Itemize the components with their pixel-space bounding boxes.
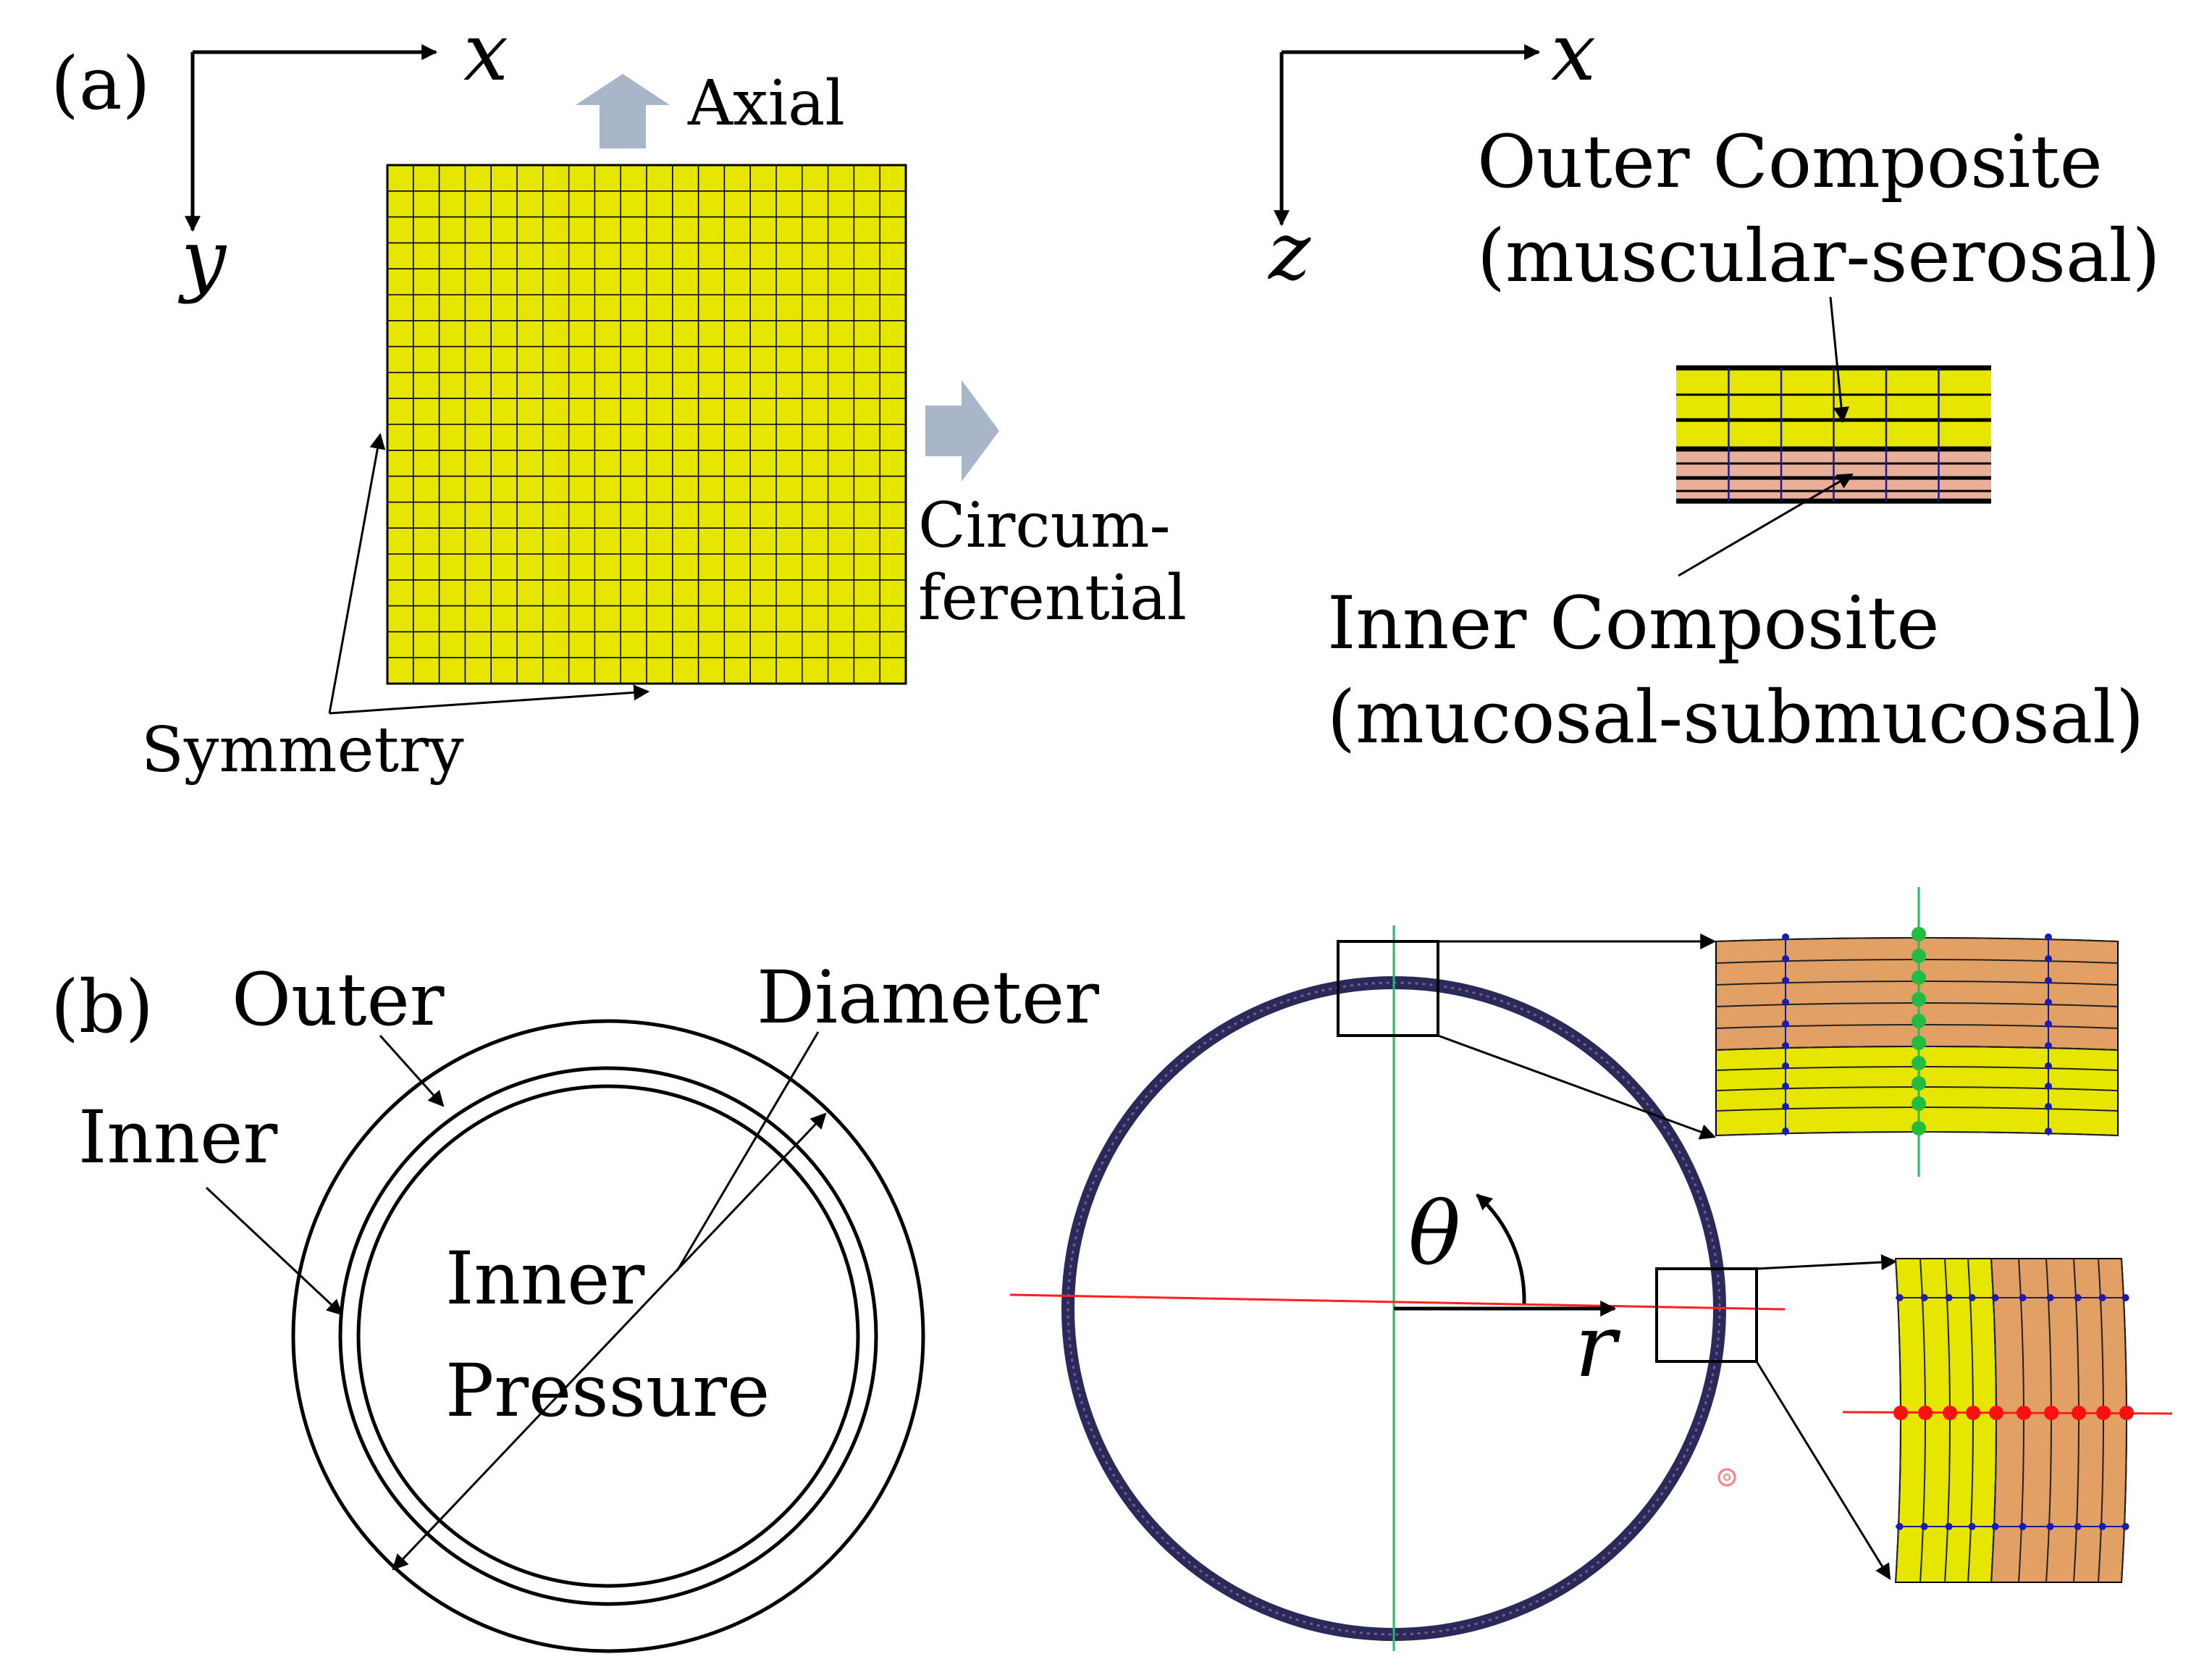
zoom-box-right — [1655, 1267, 1758, 1363]
inner-pressure-label-2: Pressure — [445, 1348, 770, 1433]
z-axis-label: z — [1267, 205, 1311, 298]
outer-composite-sublabel: (muscular-serosal) — [1477, 214, 2161, 298]
target-marker-icon — [1717, 1468, 1736, 1487]
inner-composite-label: Inner Composite — [1327, 581, 1940, 666]
square-mesh — [386, 164, 907, 685]
zoom-top-connector-2 — [1437, 1034, 1717, 1140]
panel-b: (b) Outer Inner Diameter Inner Pressure … — [51, 887, 2173, 1653]
inner-pressure-label-1: Inner — [445, 1236, 644, 1321]
axes-right: x z — [1267, 6, 1596, 298]
x-axis-label: x — [463, 6, 508, 98]
symmetry-label: Symmetry — [141, 714, 464, 786]
schematic-rings — [291, 1019, 925, 1653]
inner-label: Inner — [78, 1095, 277, 1180]
zoom-right-connector-2 — [1755, 1361, 1891, 1580]
layered-cross-section — [1676, 365, 1991, 504]
outer-composite-label: Outer Composite — [1477, 119, 2103, 204]
detail-mesh-right — [1842, 1258, 2173, 1583]
r-label: r — [1575, 1296, 1621, 1397]
axial-label: Axial — [687, 67, 845, 140]
panel-b-tag: (b) — [51, 965, 154, 1049]
circumferential-label-2: ferential — [918, 562, 1187, 634]
inner-composite-pointer — [1678, 473, 1854, 577]
y-axis-label: y — [177, 212, 227, 305]
diameter-arrow — [392, 1112, 827, 1571]
circumferential-label-1: Circum- — [918, 490, 1171, 562]
diameter-leader — [676, 1031, 820, 1272]
symmetry-pointers — [328, 432, 650, 715]
outer-pointer — [379, 1034, 445, 1107]
detail-mesh-top — [1715, 887, 2119, 1177]
panel-a-tag: (a) — [51, 41, 151, 126]
inner-composite-sublabel: (mucosal-submucosal) — [1327, 675, 2144, 760]
theta-label: θ — [1408, 1184, 1460, 1285]
zoom-box-top — [1337, 940, 1439, 1037]
theta-arc — [1476, 1193, 1526, 1304]
axes-left: x y — [177, 6, 508, 305]
axial-arrow-icon — [576, 74, 670, 148]
inner-pointer — [205, 1186, 343, 1316]
zoom-right-connector-1 — [1756, 1254, 1898, 1271]
outer-label: Outer — [232, 957, 445, 1042]
panel-a: (a) x y Axial Circum- ferential Symmetry — [51, 6, 2161, 786]
circumferential-arrow-icon — [925, 380, 999, 482]
outer-composite-pointer — [1829, 296, 1849, 424]
diameter-label: Diameter — [757, 955, 1099, 1040]
x-axis-label-right: x — [1551, 6, 1596, 98]
